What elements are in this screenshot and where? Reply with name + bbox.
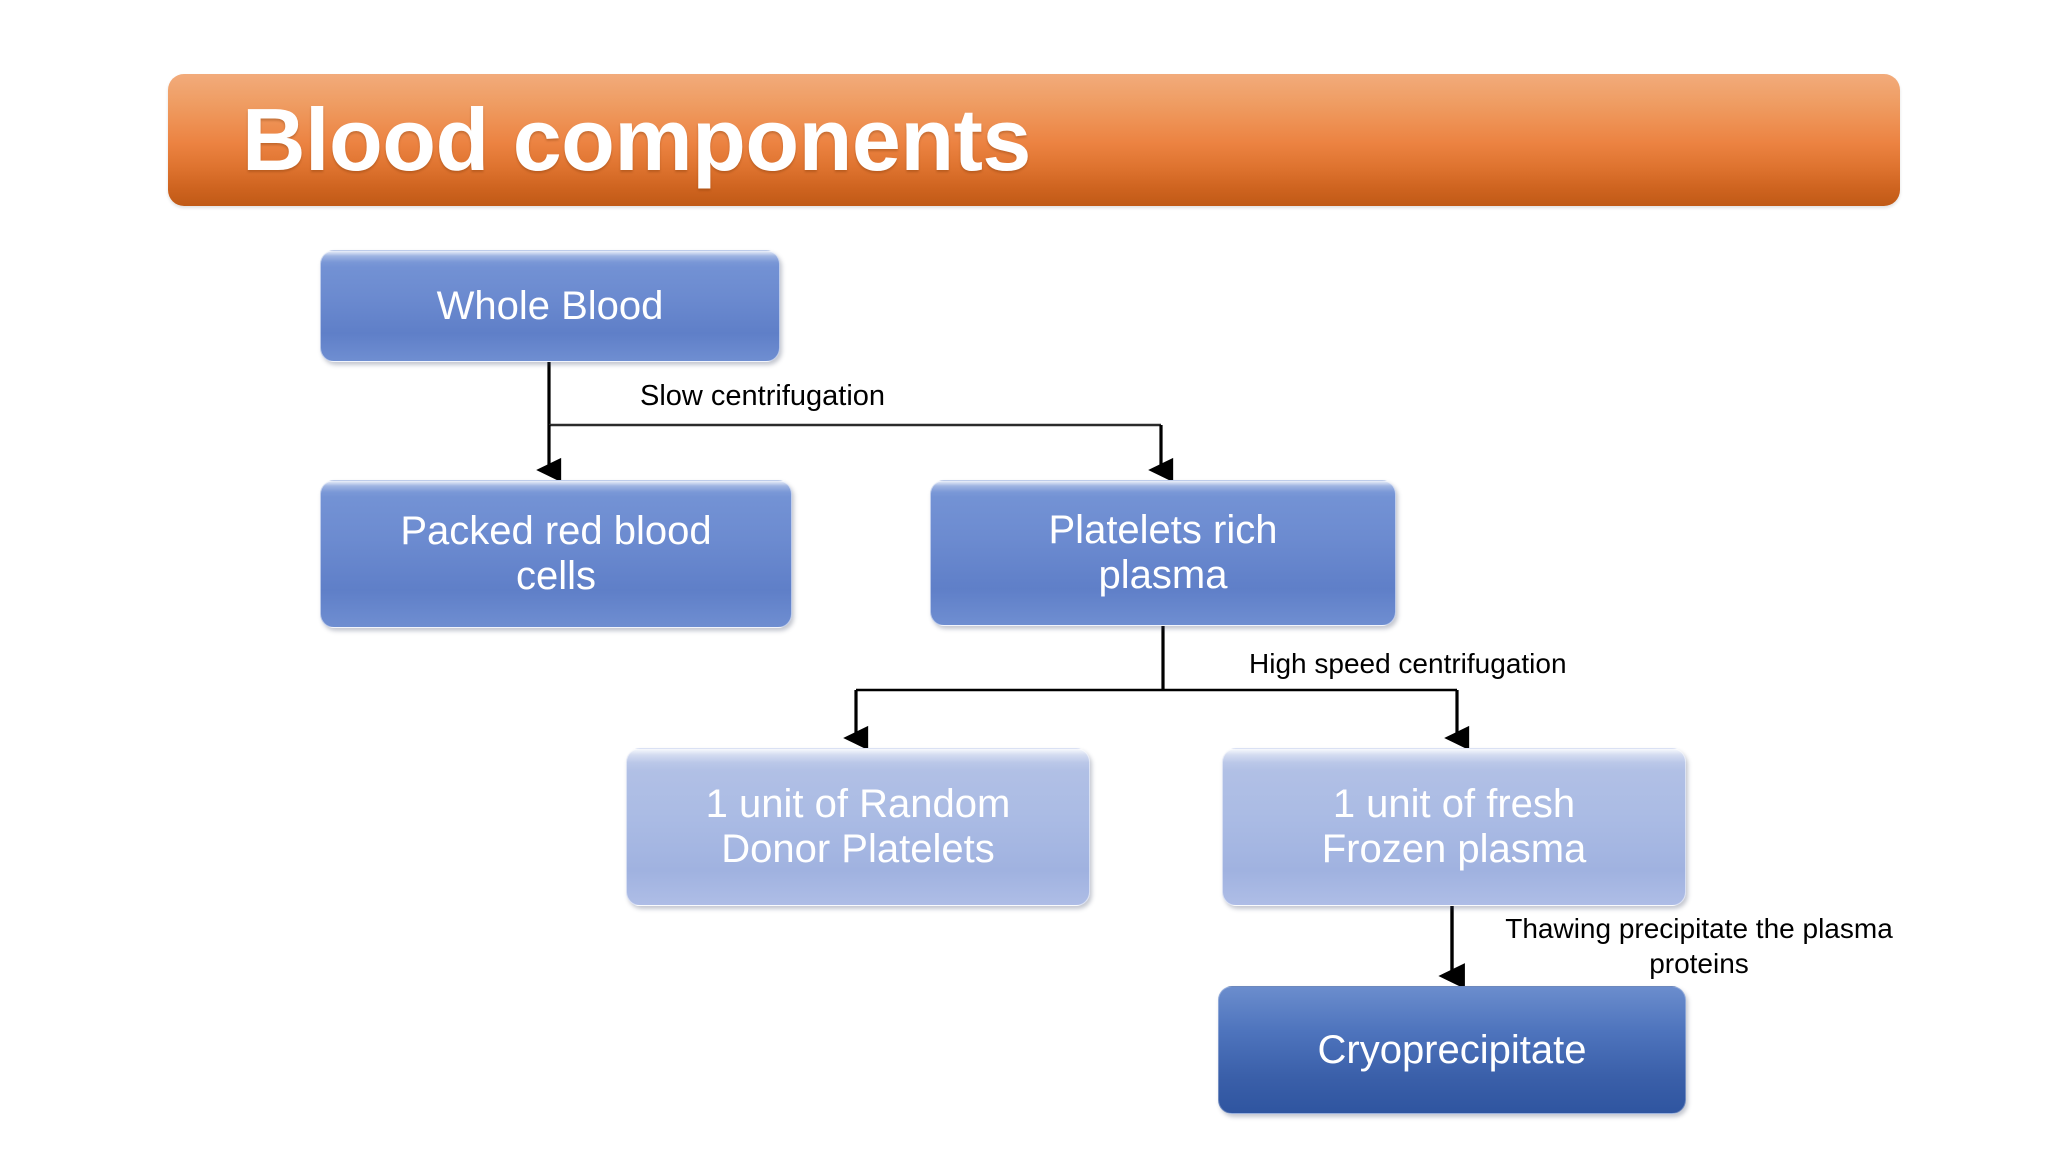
node-whole-blood[interactable]: Whole Blood	[320, 250, 780, 362]
node-packed-red-blood-cells[interactable]: Packed red blood cells	[320, 480, 792, 628]
connector-platelets-split	[843, 626, 1470, 751]
edge-label-thawing: Thawing precipitate the plasma proteins	[1505, 913, 1893, 979]
slide-title-banner: Blood components	[168, 74, 1900, 206]
edge-label-high-speed-centrifugation: High speed centrifugation	[1249, 648, 1567, 679]
node-platelets-rich-plasma[interactable]: Platelets rich plasma	[930, 480, 1396, 626]
node-platelets-rich-plasma-label: Platelets rich plasma	[1048, 508, 1278, 597]
node-random-donor-platelets-label: 1 unit of Random Donor Platelets	[705, 782, 1011, 871]
node-cryoprecipitate[interactable]: Cryoprecipitate	[1218, 986, 1686, 1114]
node-fresh-frozen-plasma[interactable]: 1 unit of fresh Frozen plasma	[1222, 748, 1686, 906]
node-whole-blood-label: Whole Blood	[436, 283, 664, 328]
edge-label-slow-centrifugation: Slow centrifugation	[640, 380, 886, 412]
node-cryoprecipitate-label: Cryoprecipitate	[1317, 1027, 1587, 1072]
node-packed-red-blood-cells-label: Packed red blood cells	[400, 509, 712, 598]
page-title: Blood components	[242, 90, 1031, 189]
node-fresh-frozen-plasma-label: 1 unit of fresh Frozen plasma	[1321, 782, 1587, 871]
node-random-donor-platelets[interactable]: 1 unit of Random Donor Platelets	[626, 748, 1090, 906]
